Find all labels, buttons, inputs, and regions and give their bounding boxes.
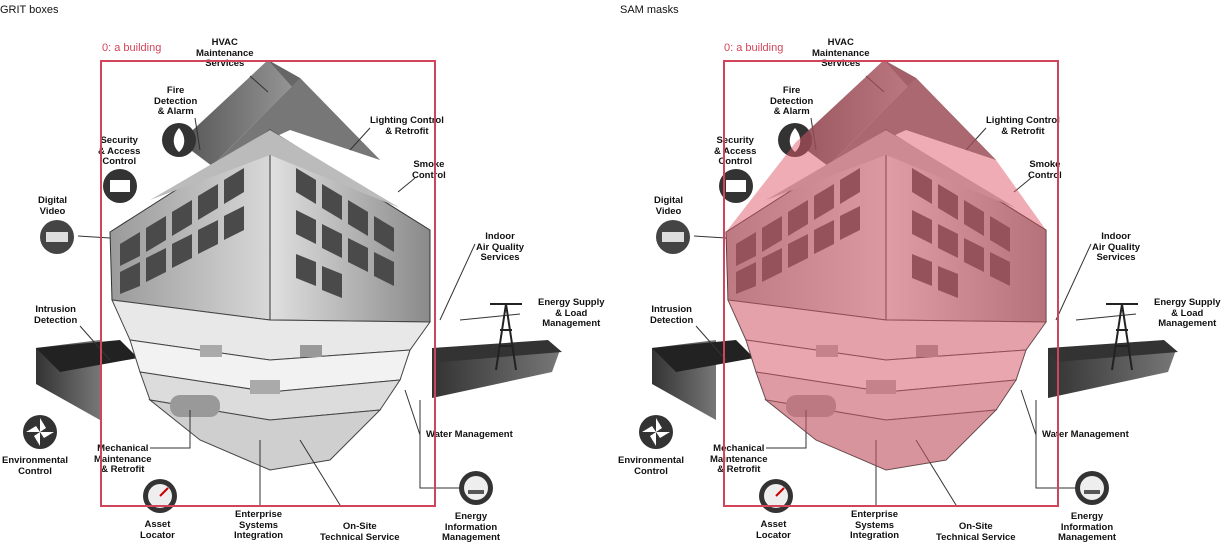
- fan-icon: [23, 415, 57, 449]
- label-environmental: Environmental Control: [618, 455, 684, 477]
- label-energy-info: Energy Information Management: [1058, 511, 1117, 543]
- label-water: Water Management: [426, 429, 513, 440]
- grit-panel: GRIT boxes: [0, 4, 605, 543]
- label-fire: Fire Detection & Alarm: [154, 85, 198, 117]
- label-hvac: HVAC Maintenance Services: [812, 37, 870, 69]
- building-windows: [120, 168, 394, 298]
- label-onsite: On-Site Technical Service: [320, 521, 400, 543]
- ground-platforms: [36, 340, 562, 420]
- fan-icon: [639, 415, 673, 449]
- label-energy-supply: Energy Supply & Load Management: [1154, 297, 1221, 329]
- label-hvac: HVAC Maintenance Services: [196, 37, 254, 69]
- panel-title-grit: GRIT boxes: [0, 4, 59, 16]
- label-digital-video: Digital Video: [38, 195, 68, 217]
- building-cutaway: [111, 299, 431, 471]
- label-environmental: Environmental Control: [2, 455, 68, 477]
- label-energy-info: Energy Information Management: [442, 511, 501, 543]
- label-onsite: On-Site Technical Service: [936, 521, 1016, 543]
- meter-icon: [1075, 471, 1109, 505]
- label-asset: Asset Locator: [756, 519, 791, 541]
- label-lighting: Lighting Control & Retrofit: [370, 115, 444, 137]
- label-indoor-air: Indoor Air Quality Services: [1092, 231, 1141, 263]
- detection-label: 0: a building: [102, 42, 162, 54]
- label-fire: Fire Detection & Alarm: [770, 85, 814, 117]
- label-digital-video: Digital Video: [654, 195, 684, 217]
- label-security: Security & Access Control: [714, 135, 757, 167]
- label-intrusion: Intrusion Detection: [650, 304, 694, 326]
- camera-icon: [656, 220, 690, 254]
- sam-panel: SAM masks: [616, 0, 1232, 546]
- label-indoor-air: Indoor Air Quality Services: [476, 231, 525, 263]
- detection-box: [100, 60, 436, 507]
- label-enterprise: Enterprise Systems Integration: [850, 509, 900, 541]
- gauge-icon: [759, 479, 793, 513]
- label-smoke: Smoke Control: [1028, 159, 1062, 181]
- meter-icon: [459, 471, 493, 505]
- card-reader-icon: [103, 169, 137, 203]
- power-tower-icon: [490, 303, 522, 371]
- building-illustration: [23, 60, 562, 513]
- label-energy-supply: Energy Supply & Load Management: [538, 297, 605, 329]
- power-tower-icon: [1106, 303, 1138, 371]
- panel-title-sam: SAM masks: [620, 4, 679, 16]
- label-mechanical: Mechanical Maintenance & Retrofit: [710, 443, 768, 475]
- label-mechanical: Mechanical Maintenance & Retrofit: [94, 443, 152, 475]
- detection-box: [723, 60, 1059, 507]
- label-smoke: Smoke Control: [412, 159, 446, 181]
- detection-label: 0: a building: [724, 42, 784, 54]
- gauge-icon: [143, 479, 177, 513]
- flame-icon: [162, 123, 196, 157]
- label-water: Water Management: [1042, 429, 1129, 440]
- label-intrusion: Intrusion Detection: [34, 304, 78, 326]
- label-asset: Asset Locator: [140, 519, 175, 541]
- callout-leaders: [77, 75, 521, 506]
- camera-icon: [40, 220, 74, 254]
- label-lighting: Lighting Control & Retrofit: [986, 115, 1060, 137]
- label-enterprise: Enterprise Systems Integration: [234, 509, 284, 541]
